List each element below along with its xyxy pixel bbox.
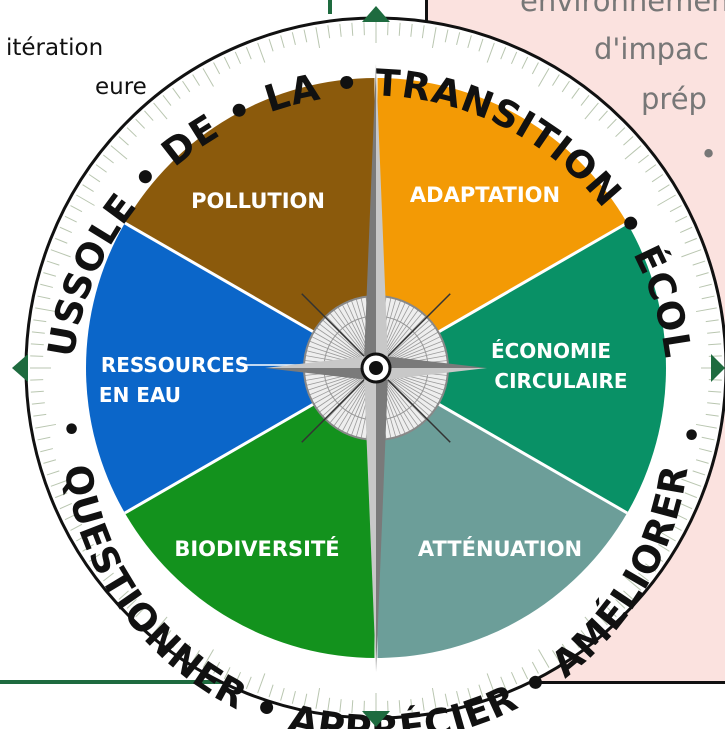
background-bullet: •: [700, 137, 718, 171]
sector-ressources: [85, 223, 376, 513]
green-divider-line: [0, 680, 300, 684]
sector-label-attenuation: ATTÉNUATION: [418, 536, 582, 561]
background-text-prep: prép: [641, 82, 707, 116]
sector-label-biodiversite: BIODIVERSITÉ: [174, 536, 339, 561]
needle-west-dark: [265, 368, 376, 380]
background-text-impact: d'impac: [594, 32, 709, 66]
sector-label-economie: ÉCONOMIE: [491, 339, 611, 363]
west-marker-icon: [12, 354, 28, 382]
needle-south-dark: [376, 368, 388, 672]
needle-west-light: [265, 356, 376, 368]
needle-north-dark: [364, 64, 376, 368]
sector-label-adaptation: ADAPTATION: [410, 183, 560, 207]
sector-label-en-eau: EN EAU: [99, 383, 181, 407]
sector-biodiversite: [124, 368, 376, 658]
sector-label-circulaire: CIRCULAIRE: [494, 369, 627, 393]
sector-economie: [376, 223, 666, 513]
sector-adaptation: [376, 78, 628, 368]
compass-tick-marks: [30, 22, 722, 714]
ring-dot-left: •: [62, 413, 81, 448]
background-text-environnement: environnemen: [520, 0, 725, 18]
north-marker-icon: [362, 6, 390, 22]
background-text-eure: eure: [95, 74, 147, 100]
needle-east-dark: [376, 356, 487, 368]
sector-label-ressources: RESSOURCES: [101, 353, 249, 377]
east-marker-icon: [711, 354, 725, 382]
green-vertical-tick: [328, 0, 332, 14]
south-marker-icon: [362, 711, 390, 727]
background-text-iteration: itération: [6, 35, 104, 61]
needle-south-light: [364, 368, 376, 672]
sector-label-pollution: POLLUTION: [191, 189, 325, 213]
needle-north-light: [376, 64, 388, 368]
compass-hub: [265, 64, 487, 672]
sector-attenuation: [376, 368, 628, 658]
ring-dot-right: •: [682, 419, 701, 454]
sector-pollution: [124, 78, 376, 368]
compass-sectors: [85, 78, 666, 658]
needle-east-light: [376, 368, 487, 380]
panel-bottom-border: [540, 681, 725, 684]
